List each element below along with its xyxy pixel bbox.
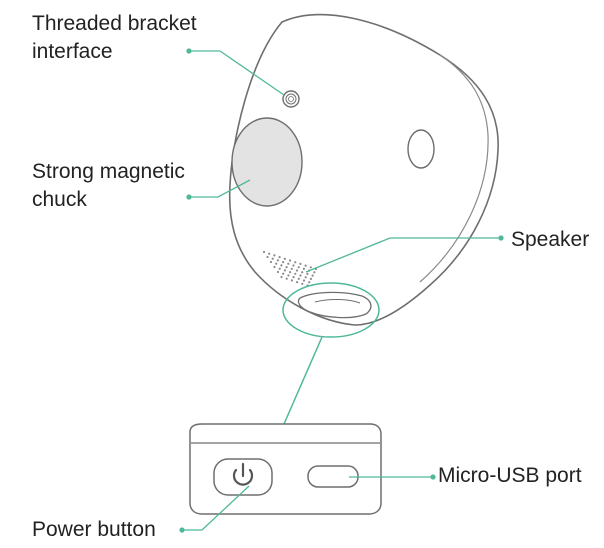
speaker-hole xyxy=(289,271,292,274)
magnetic-chuck xyxy=(231,117,303,207)
speaker-hole xyxy=(297,277,300,280)
speaker-hole xyxy=(297,266,300,269)
speaker-hole xyxy=(266,255,269,259)
speaker-hole xyxy=(306,272,309,275)
speaker-hole xyxy=(292,276,295,279)
speaker-hole xyxy=(308,281,311,284)
camera-body-edge xyxy=(419,54,489,283)
speaker-hole xyxy=(304,264,307,267)
label-magnetic-line2: chuck xyxy=(32,188,87,211)
leader-threaded xyxy=(189,50,285,96)
speaker-hole xyxy=(290,267,293,270)
label-power-button: Power button xyxy=(32,518,156,541)
speaker-hole xyxy=(278,256,281,259)
speaker-hole xyxy=(282,272,285,275)
label-threaded-line1: Threaded bracket xyxy=(32,12,197,35)
label-threaded-line2: interface xyxy=(32,40,113,63)
speaker-hole xyxy=(280,275,283,279)
speaker-grille xyxy=(262,250,318,287)
speaker-hole xyxy=(262,250,266,254)
speaker-hole xyxy=(287,262,290,265)
speaker-hole xyxy=(309,277,312,280)
label-speaker: Speaker xyxy=(511,228,590,251)
speaker-hole xyxy=(296,281,299,284)
speaker-hole xyxy=(311,274,314,277)
speaker-hole xyxy=(301,282,304,285)
speaker-hole xyxy=(282,261,285,264)
speaker-hole xyxy=(273,254,276,257)
label-magnetic-chuck: Strong magnetic chuck xyxy=(32,158,185,214)
speaker-hole xyxy=(292,264,295,267)
label-magnetic-line1: Strong magnetic xyxy=(32,160,185,183)
leader-power xyxy=(182,485,250,531)
speaker-hole xyxy=(301,271,304,274)
speaker-hole xyxy=(275,262,278,265)
speaker-hole xyxy=(299,262,302,265)
leader-dots xyxy=(179,48,504,533)
speaker-hole xyxy=(295,269,299,272)
leader-magnetic xyxy=(189,179,251,198)
speaker-hole xyxy=(302,267,305,270)
leader-lines xyxy=(182,50,501,531)
threaded-bracket-hole xyxy=(282,90,300,108)
label-threaded-bracket: Threaded bracket interface xyxy=(32,10,197,66)
speaker-hole xyxy=(283,257,286,260)
speaker-hole xyxy=(273,265,276,269)
zoom-circle xyxy=(282,282,380,338)
speaker-hole xyxy=(294,272,297,275)
speaker-hole xyxy=(304,276,307,279)
speaker-hole xyxy=(280,264,283,267)
lens-window xyxy=(407,129,435,169)
speaker-hole xyxy=(287,274,290,277)
speaker-hole xyxy=(294,261,297,264)
zoom-connector-line xyxy=(283,336,323,425)
speaker-hole xyxy=(302,279,306,282)
speaker-hole xyxy=(290,279,293,282)
speaker-hole xyxy=(276,270,280,274)
leader-speaker xyxy=(305,237,501,273)
speaker-hole xyxy=(285,266,288,269)
power-icon xyxy=(232,462,254,486)
bottom-port-slot xyxy=(314,299,361,304)
speaker-hole xyxy=(268,252,271,255)
speaker-hole xyxy=(285,277,288,280)
bottom-port xyxy=(297,291,372,319)
label-micro-usb: Micro-USB port xyxy=(438,464,582,487)
speaker-hole xyxy=(269,260,273,264)
speaker-hole xyxy=(299,274,302,277)
speaker-hole xyxy=(283,269,286,272)
speaker-hole xyxy=(276,259,279,262)
speaker-hole xyxy=(278,267,281,270)
speaker-hole xyxy=(309,266,312,269)
speaker-hole xyxy=(313,271,316,274)
speaker-hole xyxy=(288,259,292,262)
speaker-hole xyxy=(271,257,274,260)
